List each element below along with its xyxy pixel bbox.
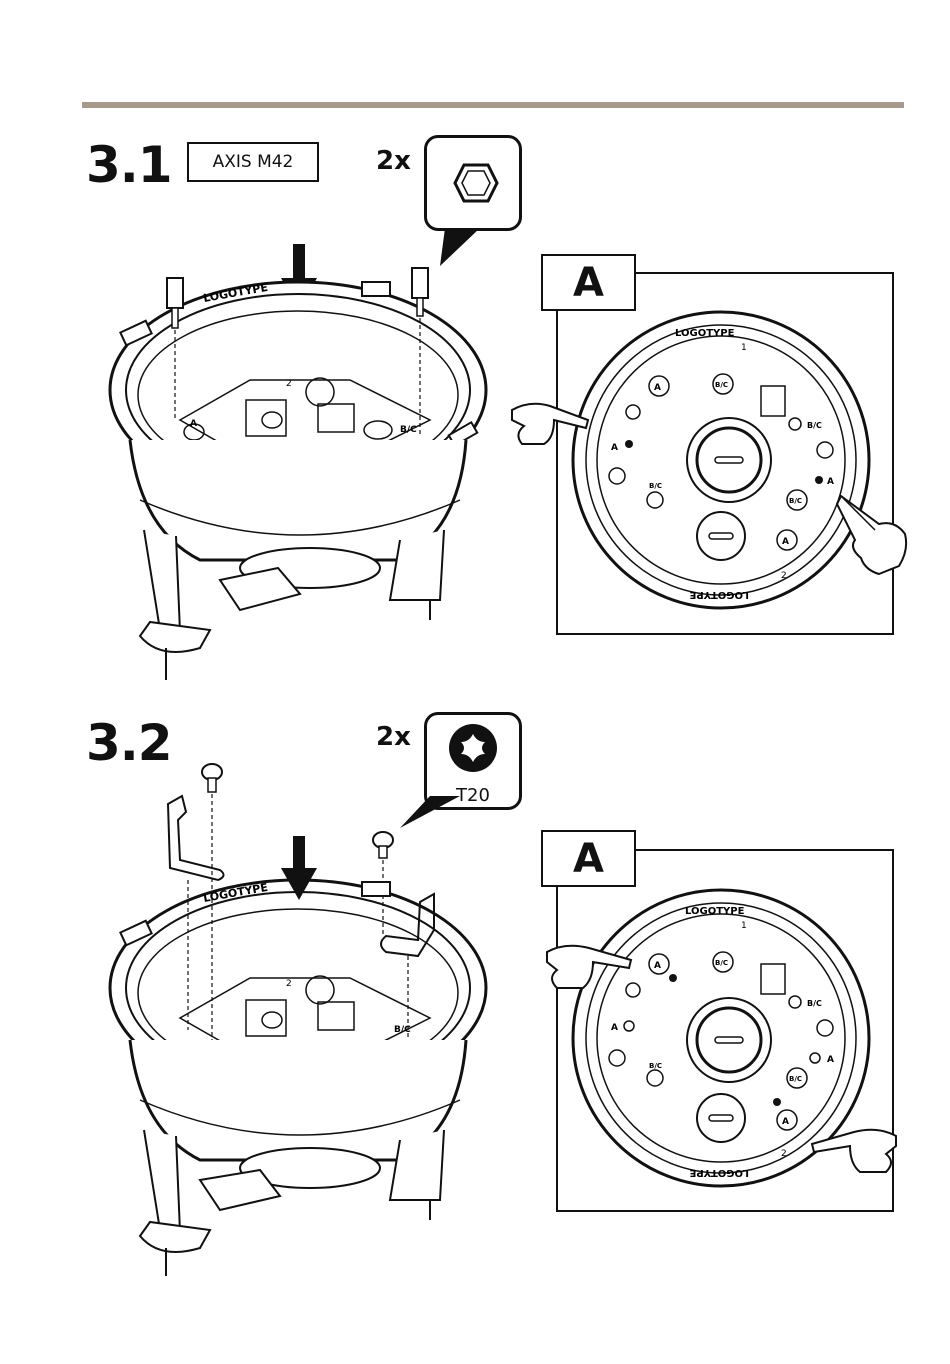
model-label: AXIS M42 xyxy=(187,142,319,182)
svg-text:A: A xyxy=(190,419,197,429)
svg-text:2: 2 xyxy=(781,571,787,581)
svg-text:2: 2 xyxy=(781,1149,787,1159)
svg-text:B/C: B/C xyxy=(789,1075,802,1083)
arrow-down-icon xyxy=(281,836,317,900)
detail-tag-3-2: A xyxy=(541,830,636,887)
dome-housing-illustration-3-2: B/C 2 LOGOTYPE LOGOTYPE xyxy=(100,760,520,1280)
svg-text:LOGOTYPE: LOGOTYPE xyxy=(689,589,749,600)
svg-text:B/C: B/C xyxy=(807,999,822,1008)
svg-text:LOGOTYPE: LOGOTYPE xyxy=(689,1167,749,1178)
step-number-3-1: 3.1 xyxy=(86,140,172,190)
svg-text:B/C: B/C xyxy=(649,1062,662,1070)
hex-standoff-icon xyxy=(424,135,522,231)
svg-text:LOGOTYPE: LOGOTYPE xyxy=(685,906,745,917)
mounting-plate-detail-3-1: LOGOTYPE LOGOTYPE 1 2 A B/C B/C A B/C A … xyxy=(555,310,895,630)
header-rule xyxy=(82,102,904,108)
svg-text:A: A xyxy=(827,477,834,487)
svg-text:A: A xyxy=(654,383,661,393)
svg-text:1: 1 xyxy=(741,921,747,931)
svg-text:2: 2 xyxy=(286,379,292,389)
svg-text:B/C: B/C xyxy=(715,959,728,967)
svg-text:B/C: B/C xyxy=(400,425,417,435)
svg-text:B/C: B/C xyxy=(649,482,662,490)
svg-text:2: 2 xyxy=(286,979,292,989)
svg-text:B/C: B/C xyxy=(394,1025,411,1035)
svg-text:A: A xyxy=(611,443,618,453)
svg-text:A: A xyxy=(654,961,661,971)
svg-text:A: A xyxy=(611,1023,618,1033)
pointing-hand-icon xyxy=(510,390,590,450)
dome-housing-illustration-3-1: B/C A 2 LOGOTYPE LOGOTYPE xyxy=(100,240,520,700)
quantity-label-3-2: 2x xyxy=(376,724,411,750)
svg-text:A: A xyxy=(827,1055,834,1065)
pointing-hand-icon xyxy=(545,936,635,996)
quantity-label-3-1: 2x xyxy=(376,148,411,174)
pointing-hand-icon xyxy=(835,490,915,580)
svg-text:LOGOTYPE: LOGOTYPE xyxy=(202,881,269,905)
svg-text:A: A xyxy=(782,1117,789,1127)
pointing-hand-icon xyxy=(808,1120,898,1180)
detail-tag-3-1: A xyxy=(541,254,636,311)
svg-text:1: 1 xyxy=(741,343,747,353)
svg-text:B/C: B/C xyxy=(807,421,822,430)
svg-text:B/C: B/C xyxy=(789,497,802,505)
tool-callout-3-1 xyxy=(424,135,522,231)
svg-text:A: A xyxy=(782,537,789,547)
svg-text:LOGOTYPE: LOGOTYPE xyxy=(675,328,735,339)
svg-text:B/C: B/C xyxy=(715,381,728,389)
